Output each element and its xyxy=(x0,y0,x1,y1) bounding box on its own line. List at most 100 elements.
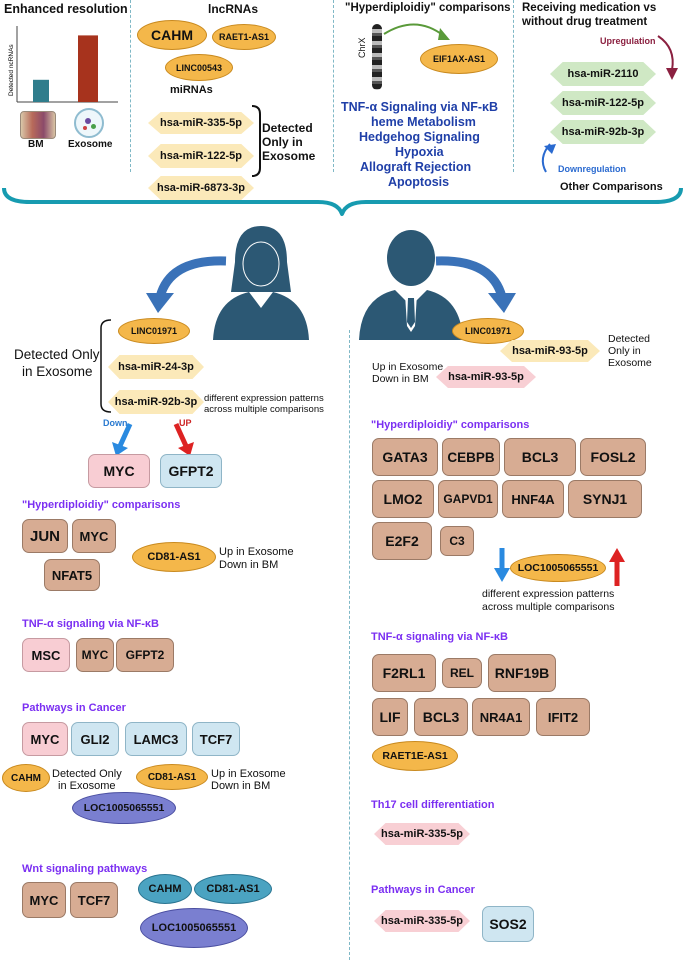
right-bcl3-tnf-box: BCL3 xyxy=(414,698,468,736)
left-tnf-myc-box: MYC xyxy=(76,638,114,672)
female-person-icon xyxy=(213,226,309,340)
left-cancer-title: Pathways in Cancer xyxy=(22,702,126,714)
right-lif-box: LIF xyxy=(372,698,408,736)
left-wnt-loc: LOC1005065551 xyxy=(140,908,248,948)
pathway-5: Apoptosis xyxy=(388,175,450,189)
detected-only-line1: Detected xyxy=(262,121,313,135)
left-down-arrow xyxy=(112,422,133,456)
pathway-1: heme Metabolism xyxy=(371,115,476,129)
upregulation-arrow xyxy=(657,35,678,80)
left-hyper-myc-box: MYC xyxy=(72,519,116,553)
male-person-icon xyxy=(359,230,463,340)
left-detected-only-2: in Exosome xyxy=(22,364,93,379)
teal-brace xyxy=(2,187,683,216)
left-myc-box: MYC xyxy=(88,454,150,488)
right-diff-patterns-1: different expression patterns xyxy=(482,588,615,600)
right-rel-box: REL xyxy=(442,658,482,688)
right-down-arrow xyxy=(494,548,510,582)
med-title-2: without drug treatment xyxy=(522,16,648,28)
divider-3 xyxy=(513,0,514,172)
mirna-122-5p: hsa-miR-122-5p xyxy=(148,144,254,168)
right-detected-only-1: Detected xyxy=(608,333,651,345)
left-wnt-tcf7-box: TCF7 xyxy=(70,882,118,918)
left-mir-92b-3p: hsa-miR-92b-3p xyxy=(108,390,204,414)
detected-only-line2: Only in xyxy=(262,135,303,149)
left-wnt-myc-box: MYC xyxy=(22,882,66,918)
mirna-6873-3p: hsa-miR-6873-3p xyxy=(148,176,254,200)
left-gfpt2-box: GFPT2 xyxy=(160,454,222,488)
lncrnas-title: lncRNAs xyxy=(208,2,259,16)
left-cahm: CAHM xyxy=(2,764,50,792)
mirna-335-5p: hsa-miR-335-5p xyxy=(148,112,254,134)
left-lamc3-box: LAMC3 xyxy=(125,722,187,756)
bar-exosome xyxy=(78,35,98,102)
right-hnf4a-box: HNF4A xyxy=(502,480,564,518)
left-cd81-note-2: Down in BM xyxy=(211,780,271,792)
right-cebpb-box: CEBPB xyxy=(442,438,500,476)
left-up-label: UP xyxy=(179,418,192,428)
right-up-arrow xyxy=(609,548,625,586)
left-mir-24-3p: hsa-miR-24-3p xyxy=(108,355,204,379)
right-cancer-title: Pathways in Cancer xyxy=(371,884,475,896)
right-linc01971: LINC01971 xyxy=(452,318,524,344)
right-gata3-box: GATA3 xyxy=(372,438,438,476)
left-cancer-myc-box: MYC xyxy=(22,722,68,756)
right-up-exo-2: Down in BM xyxy=(372,373,429,385)
right-rnf19b-box: RNF19B xyxy=(488,654,556,692)
detected-only-line3: Exosome xyxy=(262,149,316,163)
right-lmo2-box: LMO2 xyxy=(372,480,434,518)
left-loc: LOC1005065551 xyxy=(72,792,176,824)
right-fosl2-box: FOSL2 xyxy=(580,438,646,476)
right-raet1e-as1: RAET1E-AS1 xyxy=(372,741,458,771)
left-detected-only-1: Detected Only xyxy=(14,347,100,362)
left-up-arrow xyxy=(173,422,194,456)
left-cancer-cd81-as1: CD81-AS1 xyxy=(136,764,208,790)
pathway-4: Allograft Rejection xyxy=(360,160,472,174)
bar-bm xyxy=(33,79,49,102)
bm-bone-icon xyxy=(20,111,56,139)
left-hyper-title: "Hyperdiploidiy" comparisons xyxy=(22,499,181,511)
left-wnt-title: Wnt signaling pathways xyxy=(22,863,148,875)
left-curved-arrow xyxy=(146,256,227,313)
right-tnf-title: TNF-α signaling via NF-κB xyxy=(371,631,508,643)
left-cahm-note-1: Detected Only xyxy=(52,768,122,780)
downregulation-arrow xyxy=(541,143,556,173)
center-divider xyxy=(349,330,350,960)
divider-2 xyxy=(333,0,334,172)
exosome-icon xyxy=(74,108,104,138)
right-gapvd1-box: GAPVD1 xyxy=(438,480,498,518)
right-th17-title: Th17 cell differentiation xyxy=(371,799,495,811)
left-nfat5-box: NFAT5 xyxy=(44,559,100,591)
right-mir-93-5p-pink: hsa-miR-93-5p xyxy=(436,366,536,388)
green-arrow xyxy=(383,23,450,40)
mirna-bracket xyxy=(251,105,261,177)
left-msc-box: MSC xyxy=(22,638,70,672)
right-synj1-box: SYNJ1 xyxy=(568,480,642,518)
lncrna-raet1-as1: RAET1-AS1 xyxy=(212,24,276,50)
left-wnt-cahm: CAHM xyxy=(138,874,192,904)
right-bcl3-box: BCL3 xyxy=(504,438,576,476)
hyper-top-title: "Hyperdiploidiy" comparisons xyxy=(345,2,511,14)
lncrna-linc00543: LINC00543 xyxy=(165,54,233,81)
resolution-bar-chart: Detected ncRNAs xyxy=(8,26,118,103)
downregulation-label: Downregulation xyxy=(558,164,626,174)
left-bracket xyxy=(100,319,112,413)
lncrna-cahm: CAHM xyxy=(137,20,207,50)
left-wnt-cd81-as1: CD81-AS1 xyxy=(194,874,272,904)
right-f2rl1-box: F2RL1 xyxy=(372,654,436,692)
med-mirna-92b-3p: hsa-miR-92b-3p xyxy=(550,120,656,144)
other-comparisons: Other Comparisons xyxy=(560,181,663,193)
left-tnf-title: TNF-α signaling via NF-κB xyxy=(22,618,159,630)
left-cd81-as1: CD81-AS1 xyxy=(132,542,216,572)
right-sos2-box: SOS2 xyxy=(482,906,534,942)
mirnas-title: miRNAs xyxy=(170,84,213,96)
right-loc: LOC1005065551 xyxy=(510,554,606,582)
right-th17-mir-335: hsa-miR-335-5p xyxy=(374,823,470,845)
left-cd81-note-1: Up in Exosome xyxy=(211,768,286,780)
right-ifit2-box: IFIT2 xyxy=(536,698,590,736)
right-hyper-title: "Hyperdiploidiy" comparisons xyxy=(371,419,530,431)
left-jun-box: JUN xyxy=(22,519,68,553)
left-linc01971: LINC01971 xyxy=(118,318,190,344)
left-gli2-box: GLI2 xyxy=(71,722,119,756)
left-diff-patterns-1: different expression patterns xyxy=(204,393,324,404)
